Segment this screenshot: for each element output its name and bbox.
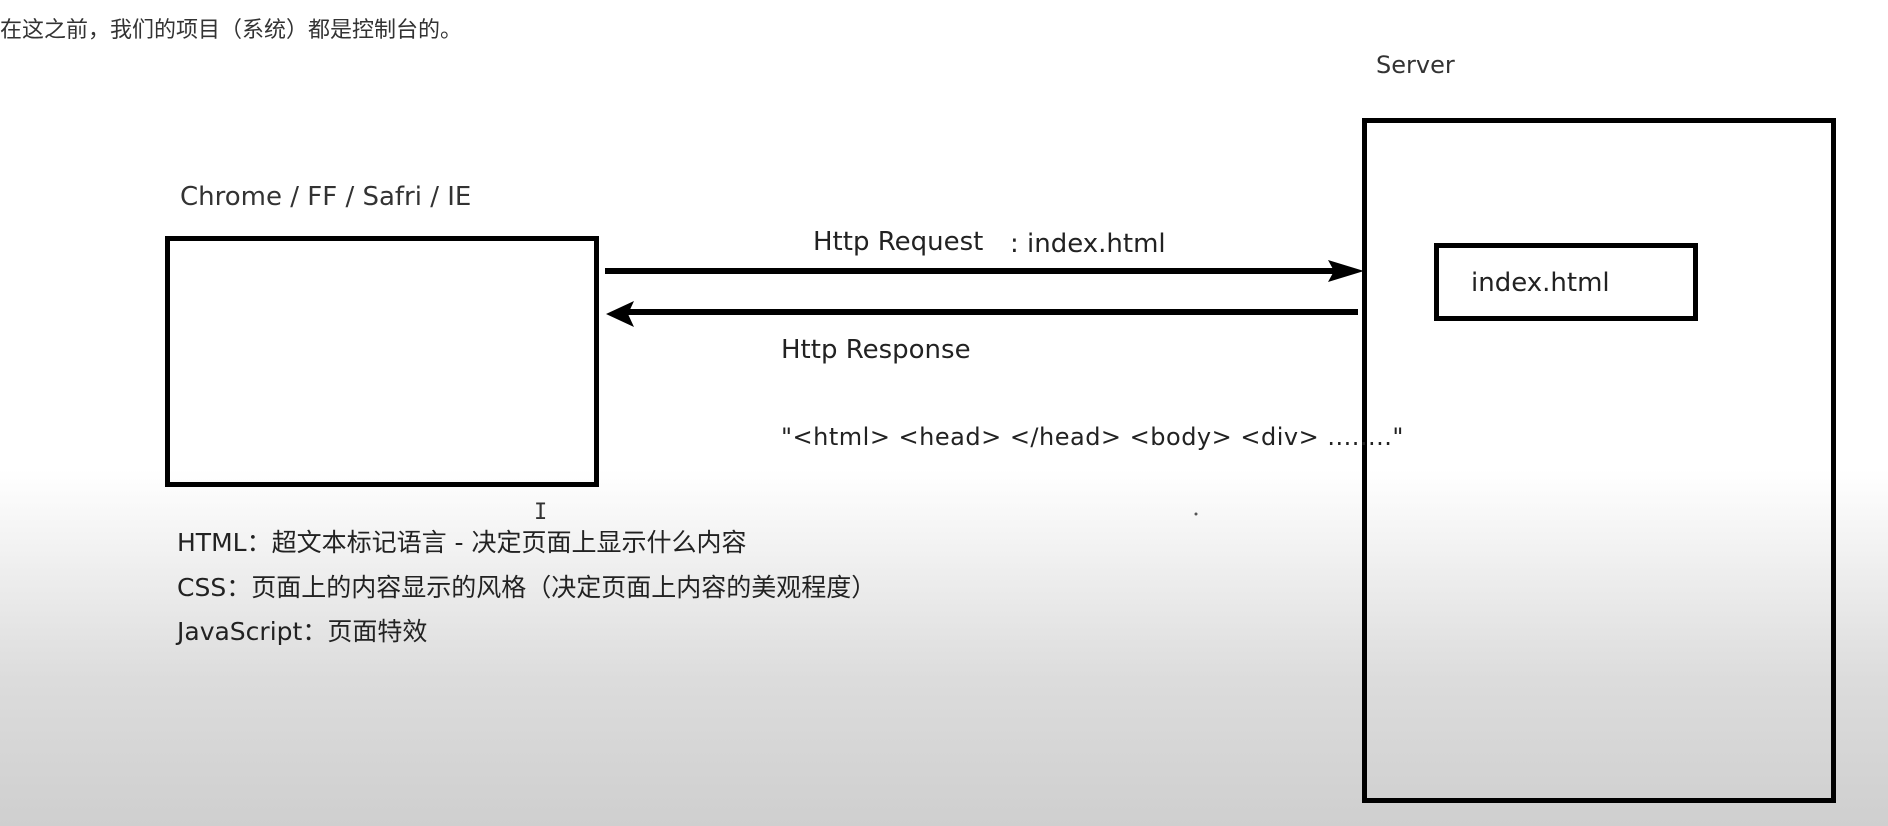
server-label: Server	[1376, 51, 1455, 79]
intro-note: 在这之前，我们的项目（系统）都是控制台的。	[0, 18, 463, 43]
client-browser-box	[165, 236, 599, 487]
definition-javascript: JavaScript：页面特效	[177, 617, 428, 646]
definition-html: HTML：超文本标记语言 - 决定页面上显示什么内容	[177, 528, 747, 557]
server-file-label: index.html	[1471, 268, 1610, 298]
server-file-box	[1434, 243, 1698, 321]
request-file: : index.html	[1010, 229, 1166, 259]
text-cursor-icon: I	[534, 500, 548, 525]
response-arrow	[606, 301, 1358, 327]
definition-css: CSS：页面上的内容显示的风格（决定页面上内容的美观程度）	[177, 573, 877, 602]
response-label: Http Response	[781, 335, 971, 365]
stray-dot	[1194, 512, 1198, 516]
client-label: Chrome / FF / Safri / IE	[180, 182, 472, 212]
server-box	[1362, 118, 1836, 803]
request-label: Http Request	[813, 227, 984, 257]
request-arrow	[605, 260, 1364, 282]
response-body: "<html> <head> </head> <body> <div> ....…	[781, 423, 1404, 451]
